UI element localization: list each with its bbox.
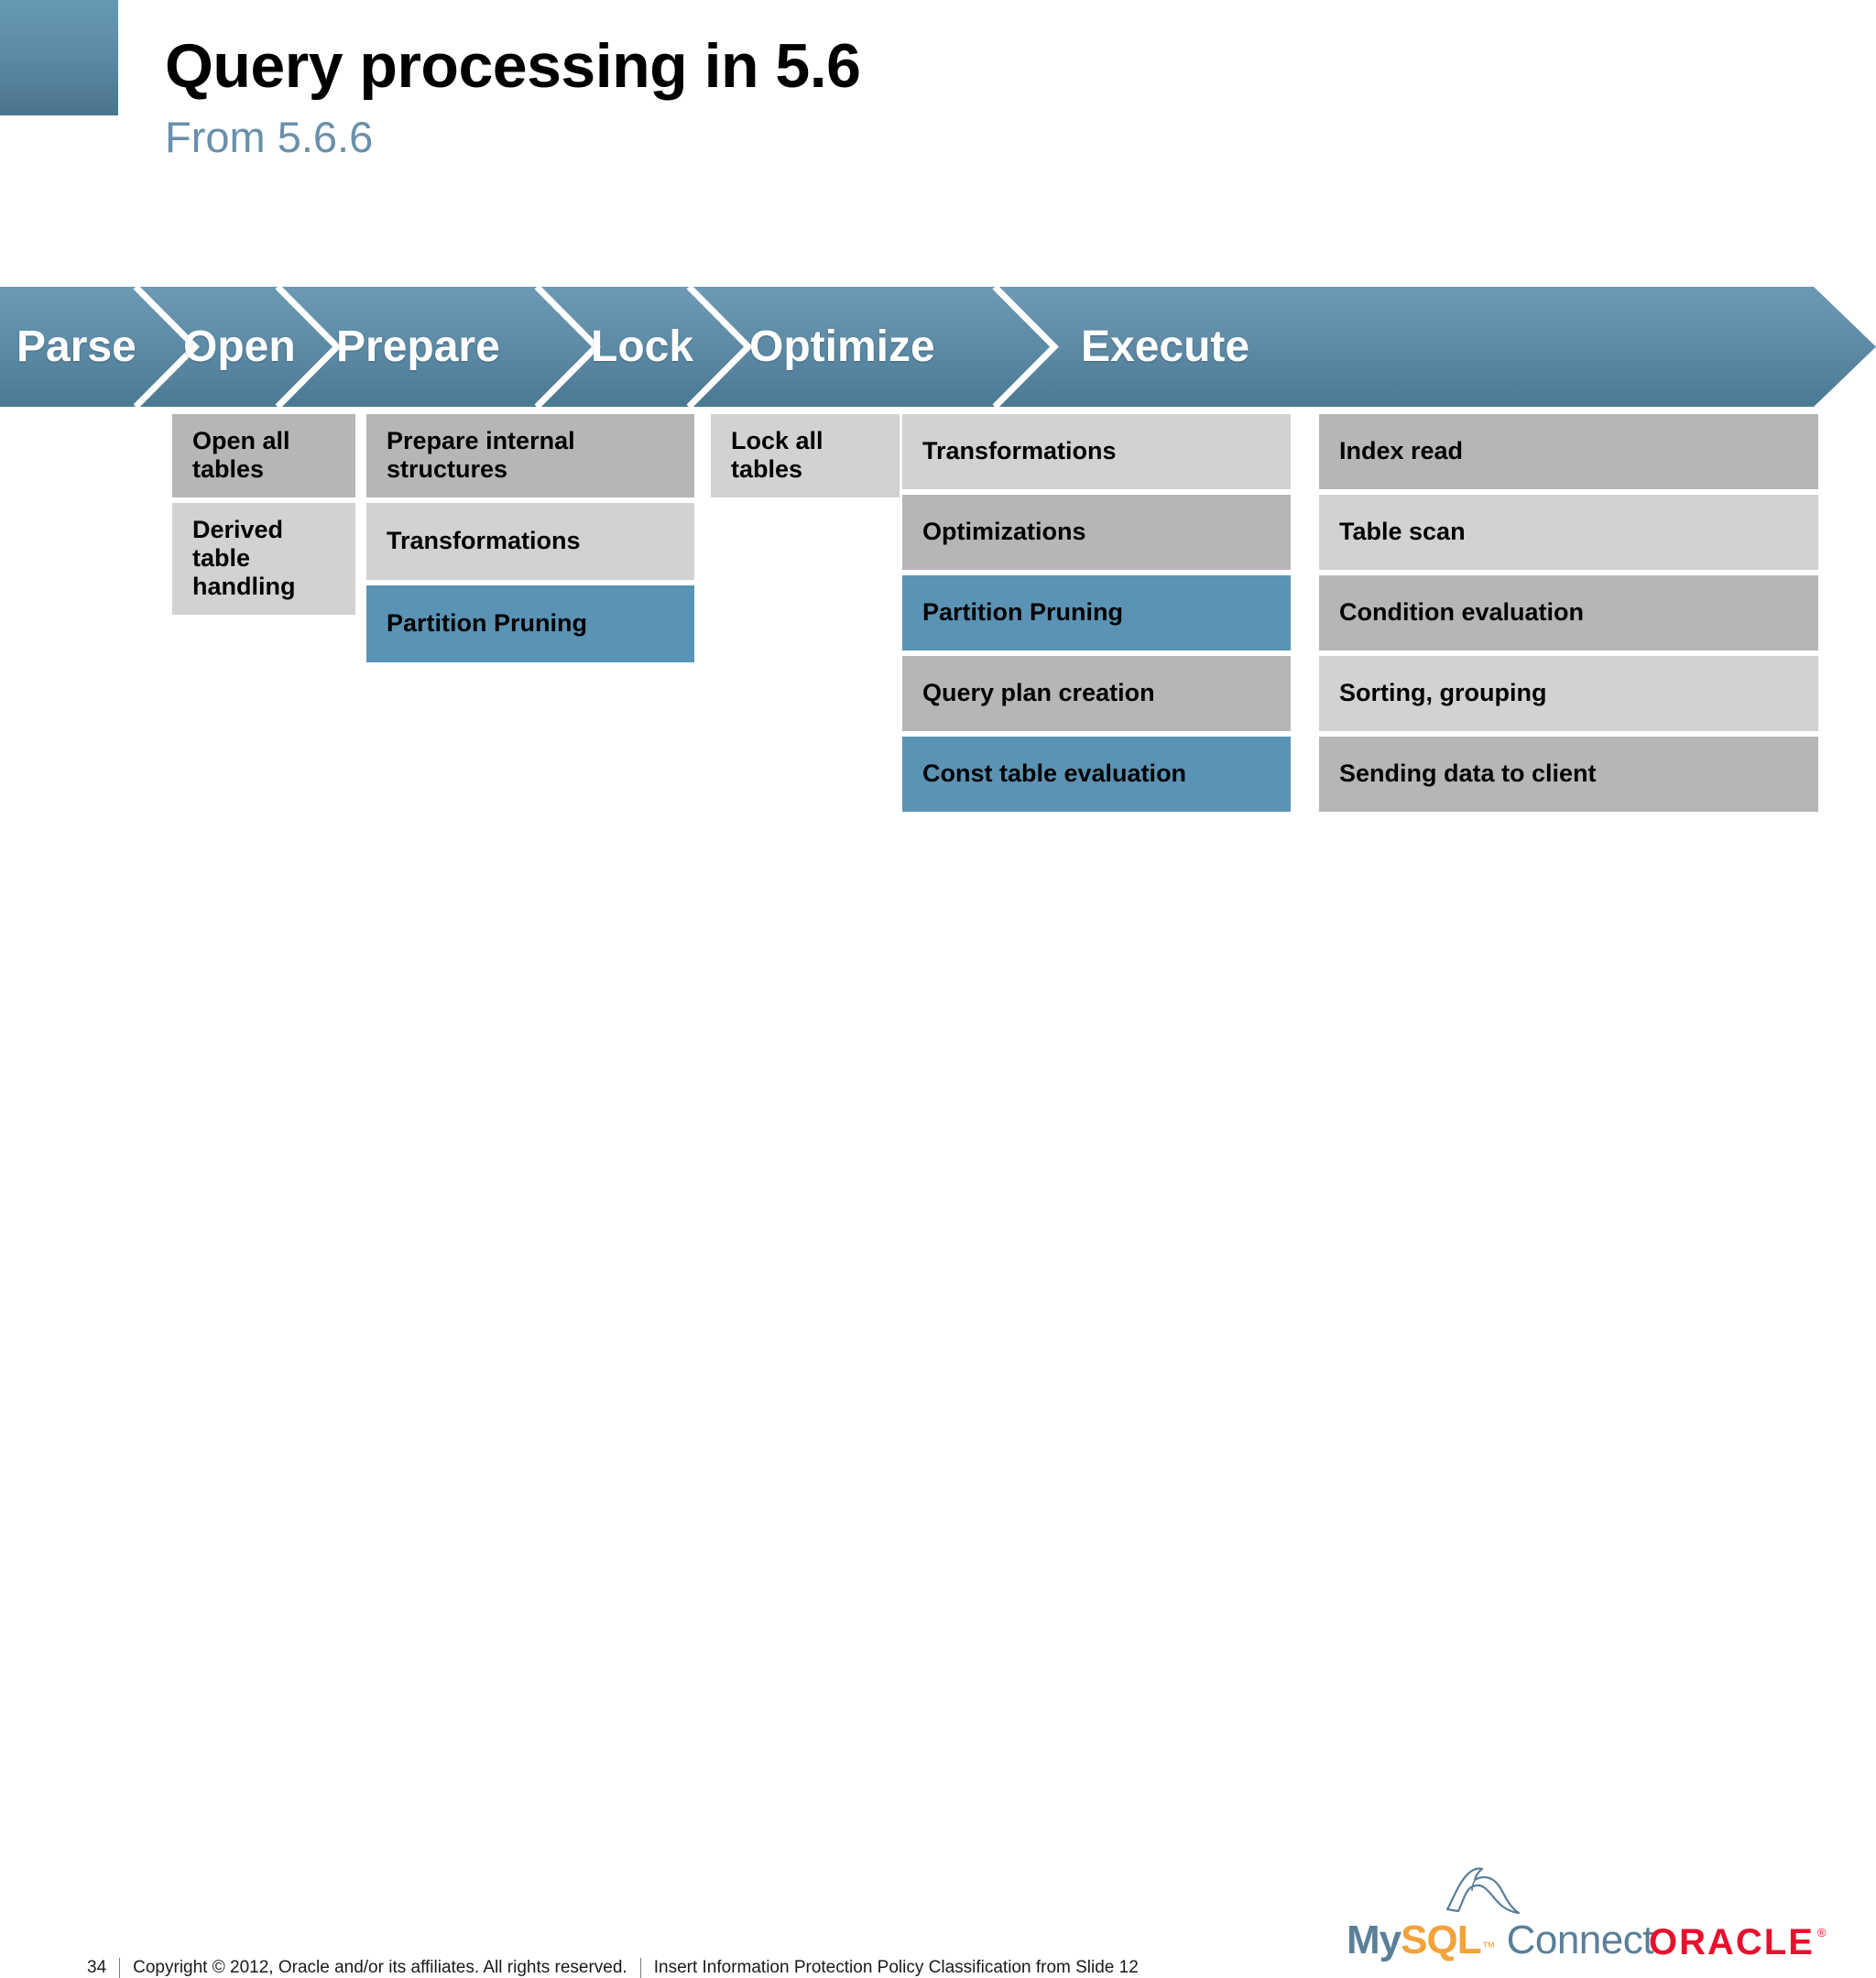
detail-box[interactable]: Derived table handling [172, 502, 355, 615]
oracle-wordmark: ORACLE [1649, 1922, 1815, 1962]
corner-accent-square [0, 0, 118, 115]
mysql-wordmark: MySQL [1347, 1918, 1482, 1962]
detail-box[interactable]: Index read [1319, 414, 1818, 489]
detail-box[interactable]: Prepare internal structures [366, 414, 694, 497]
detail-box[interactable]: Query plan creation [902, 656, 1291, 731]
page-subtitle: From 5.6.6 [165, 113, 374, 161]
detail-column-prepare: Prepare internal structures Transformati… [366, 414, 694, 668]
slide-number: 34 [87, 1958, 107, 1977]
title-block: Query processing in 5.6 From 5.6.6 [165, 35, 1722, 158]
detail-box[interactable]: Sending data to client [1319, 737, 1818, 812]
detail-box[interactable]: Partition Pruning [902, 575, 1291, 650]
page-title: Query processing in 5.6 [165, 31, 861, 101]
detail-column-optimize: Transformations Optimizations Partition … [902, 414, 1291, 817]
process-banner: Parse Open Prepare Lock Optimize Execute [0, 287, 1876, 407]
detail-box[interactable]: Condition evaluation [1319, 575, 1818, 650]
process-banner-shape [0, 287, 1876, 407]
detail-column-execute: Index read Table scan Condition evaluati… [1319, 414, 1818, 817]
banner-arrow-body [0, 287, 1876, 407]
detail-box[interactable]: Transformations [902, 414, 1291, 489]
detail-column-open: Open all tables Derived table handling [172, 414, 355, 620]
stage-label-lock[interactable]: Lock [591, 322, 694, 371]
footer-text: 34 Copyright © 2012, Oracle and/or its a… [87, 1958, 1151, 1978]
detail-box[interactable]: Lock all tables [711, 414, 900, 497]
chevron-separators [133, 287, 1059, 407]
dolphin-icon [1445, 1867, 1521, 1915]
detail-box[interactable]: Table scan [1319, 495, 1818, 570]
detail-box[interactable]: Transformations [366, 502, 694, 580]
detail-box[interactable]: Open all tables [172, 414, 355, 497]
stage-label-execute[interactable]: Execute [1081, 322, 1250, 371]
detail-column-lock: Lock all tables [711, 414, 900, 503]
detail-box[interactable]: Partition Pruning [366, 585, 694, 662]
classification-text: Insert Information Protection Policy Cla… [653, 1958, 1139, 1977]
detail-box[interactable]: Sorting, grouping [1319, 656, 1818, 731]
stage-label-parse[interactable]: Parse [16, 322, 136, 371]
oracle-registered-mark: ® [1816, 1926, 1827, 1940]
mysql-connect-logo: MySQL ™ Connect [1347, 1867, 1654, 1962]
stage-label-open[interactable]: Open [183, 322, 296, 371]
detail-box[interactable]: Const table evaluation [902, 737, 1291, 812]
stage-label-prepare[interactable]: Prepare [336, 322, 500, 371]
stage-label-optimize[interactable]: Optimize [749, 322, 935, 371]
slide-footer: 34 Copyright © 2012, Oracle and/or its a… [0, 945, 1876, 1978]
copyright-text: Copyright © 2012, Oracle and/or its affi… [133, 1958, 627, 1977]
oracle-logo: ORACLE ® [1649, 1924, 1826, 1961]
detail-box[interactable]: Optimizations [902, 495, 1291, 570]
connect-wordmark: Connect [1506, 1918, 1654, 1962]
mysql-trademark: ™ [1481, 1940, 1496, 1955]
